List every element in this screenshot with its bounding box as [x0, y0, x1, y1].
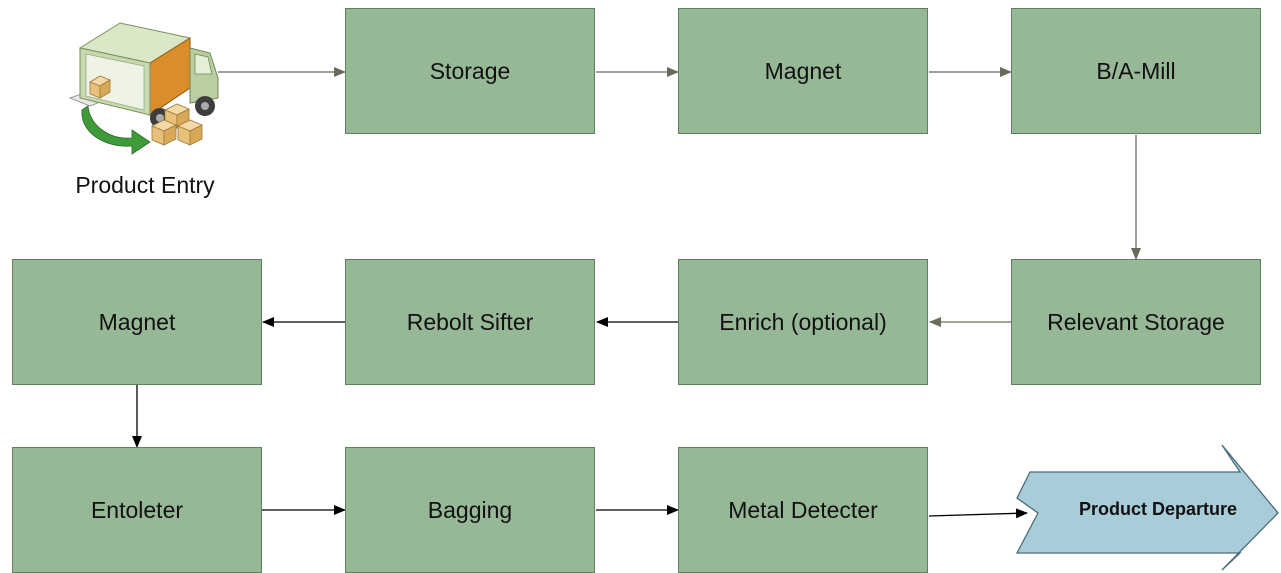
arrow-detecter-to-departure — [928, 508, 1028, 519]
unload-arrow-icon — [81, 105, 151, 155]
relevant-storage-box: Relevant Storage — [1011, 259, 1261, 385]
entoleter-label: Entoleter — [90, 496, 184, 523]
magnet-box-middle: Magnet — [12, 259, 262, 385]
relevant-storage-label: Relevant Storage — [1047, 308, 1225, 335]
metal-detecter-box: Metal Detecter — [678, 447, 928, 573]
metal-detecter-label: Metal Detecter — [728, 496, 878, 523]
ba-mill-label: B/A-Mill — [1096, 57, 1176, 84]
storage-label: Storage — [429, 57, 511, 84]
enrich-box: Enrich (optional) — [678, 259, 928, 385]
rebolt-sifter-box: Rebolt Sifter — [345, 259, 595, 385]
product-departure-label: Product Departure — [1078, 499, 1238, 519]
enrich-label: Enrich (optional) — [719, 308, 887, 335]
magnet-middle-label: Magnet — [98, 308, 176, 335]
entoleter-box: Entoleter — [12, 447, 262, 573]
magnet-top-label: Magnet — [764, 57, 842, 84]
bagging-box: Bagging — [345, 447, 595, 573]
product-entry-label: Product Entry — [75, 172, 215, 198]
package-boxes-icon — [89, 75, 203, 146]
magnet-box-top: Magnet — [678, 8, 928, 134]
bagging-label: Bagging — [427, 496, 513, 523]
rebolt-sifter-label: Rebolt Sifter — [406, 308, 534, 335]
delivery-truck-icon — [68, 22, 219, 155]
storage-box: Storage — [345, 8, 595, 134]
ba-mill-box: B/A-Mill — [1011, 8, 1261, 134]
product-departure-arrow — [1015, 444, 1279, 571]
